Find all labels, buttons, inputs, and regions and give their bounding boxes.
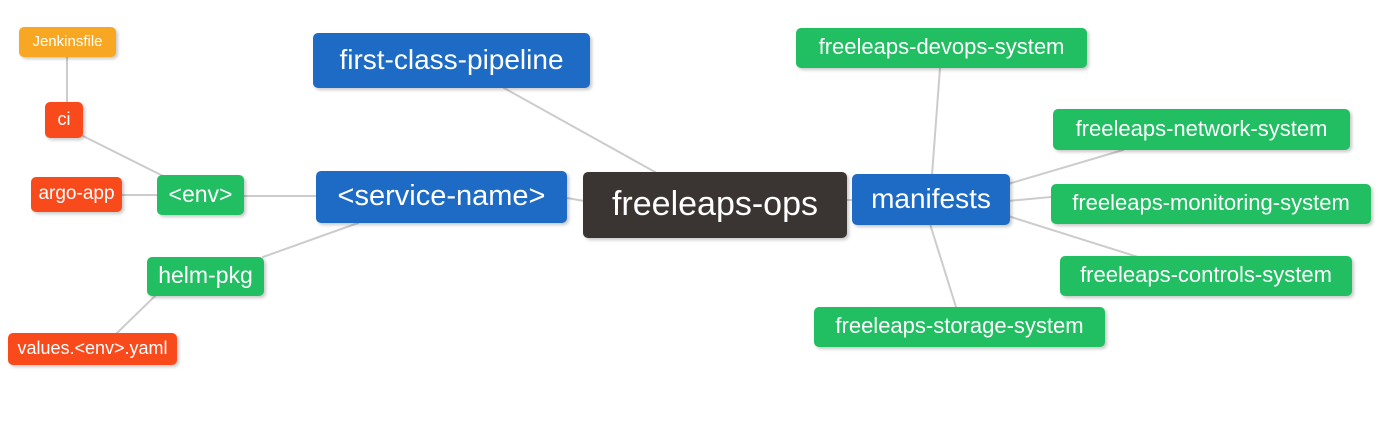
node-label: <service-name> [337, 179, 546, 212]
node-label: <env> [168, 180, 233, 207]
edge-helm-pkg--values-env-yaml [116, 295, 156, 334]
node-label: argo-app [38, 183, 115, 204]
node-first-class-pipeline[interactable]: first-class-pipeline [313, 33, 590, 88]
node-label: freeleaps-monitoring-system [1072, 190, 1350, 215]
node-ci[interactable]: ci [45, 102, 83, 138]
node-freeleaps-storage-system[interactable]: freeleaps-storage-system [814, 307, 1105, 347]
node-freeleaps-ops[interactable]: freeleaps-ops [583, 172, 847, 238]
node-jenkinsfile[interactable]: Jenkinsfile [19, 27, 116, 57]
node-label: first-class-pipeline [339, 43, 564, 75]
node-freeleaps-controls-system[interactable]: freeleaps-controls-system [1060, 256, 1352, 296]
node-label: freeleaps-controls-system [1080, 262, 1332, 287]
node-service-name[interactable]: <service-name> [316, 171, 567, 223]
node-helm-pkg[interactable]: helm-pkg [147, 257, 264, 296]
node-label: helm-pkg [158, 262, 253, 288]
node-values-env-yaml[interactable]: values.<env>.yaml [8, 333, 177, 365]
edge-first-class-pipeline--freeleaps-ops [503, 87, 656, 173]
node-label: freeleaps-network-system [1075, 115, 1328, 141]
node-label: Jenkinsfile [32, 32, 103, 50]
node-argo-app[interactable]: argo-app [31, 177, 122, 212]
node-label: freeleaps-ops [611, 185, 818, 223]
node-label: values.<env>.yaml [17, 338, 168, 358]
edge-manifests--freeleaps-network-system [1007, 149, 1124, 185]
edge-service-name--helm-pkg [262, 222, 359, 258]
edge-manifests--freeleaps-controls-system [1007, 215, 1139, 258]
node-freeleaps-devops-system[interactable]: freeleaps-devops-system [796, 28, 1087, 68]
edge-manifests--freeleaps-storage-system [929, 223, 957, 308]
edge-manifests--freeleaps-monitoring-system [1007, 196, 1052, 202]
node-env[interactable]: <env> [157, 175, 244, 215]
node-label: freeleaps-storage-system [835, 313, 1084, 338]
node-label: manifests [871, 182, 991, 214]
edge-ci--env [82, 135, 164, 177]
node-label: ci [57, 109, 71, 129]
node-freeleaps-monitoring-system[interactable]: freeleaps-monitoring-system [1051, 184, 1371, 224]
node-freeleaps-network-system[interactable]: freeleaps-network-system [1053, 109, 1350, 150]
node-label: freeleaps-devops-system [818, 34, 1065, 59]
edge-manifests--freeleaps-devops-system [931, 67, 941, 176]
node-manifests[interactable]: manifests [852, 174, 1010, 225]
